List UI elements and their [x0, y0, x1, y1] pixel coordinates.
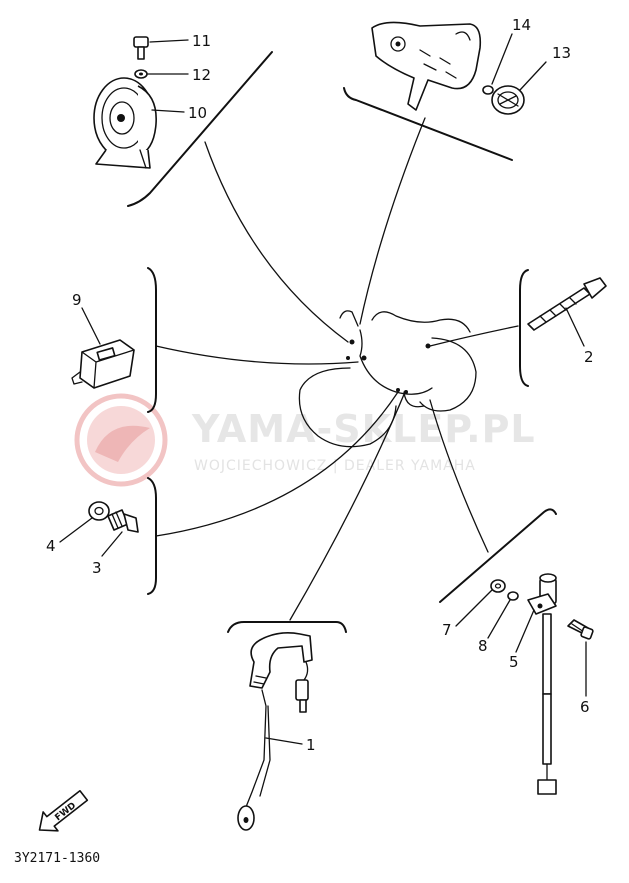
- sender-3: [107, 509, 139, 533]
- washer-8: [507, 591, 519, 601]
- frame-outline: [298, 310, 477, 448]
- part-code: 3Y2171-1360: [14, 851, 100, 866]
- bolt-6: [567, 619, 594, 640]
- watermark-logo: [74, 393, 168, 487]
- callout-11: 11: [192, 32, 211, 50]
- callout-leaders: [59, 33, 587, 745]
- callout-8: 8: [478, 637, 488, 655]
- bolt-11: [133, 36, 149, 60]
- leader-flasher: [155, 345, 359, 365]
- flasher-relay-part: [71, 339, 135, 389]
- bracket-plug-group: [227, 621, 347, 633]
- callout-13: 13: [552, 44, 571, 62]
- washer-4: [88, 501, 110, 521]
- callout-1: 1: [306, 736, 316, 754]
- watermark-subtitle: WOJCIECHOWICZ | DEALER YAMAHA: [194, 458, 476, 474]
- leader-switch: [429, 325, 519, 347]
- washer-12: [134, 69, 148, 79]
- callout-4: 4: [46, 537, 56, 555]
- plug-cap-lead: [237, 632, 313, 831]
- nut-7: [490, 579, 506, 593]
- callout-6: 6: [580, 698, 590, 716]
- bracket-stay-group: [343, 87, 513, 161]
- bracket-horn-group: [127, 51, 273, 207]
- neutral-switch-part: [527, 573, 557, 795]
- callout-7: 7: [442, 621, 452, 639]
- callout-10: 10: [188, 104, 207, 122]
- bracket-flasher-group: [147, 267, 157, 413]
- horn-part: [93, 77, 157, 169]
- lead-wire-2: [527, 277, 607, 331]
- leader-horn: [204, 141, 349, 343]
- bracket-neutral-group: [439, 508, 557, 603]
- collar-14: [482, 85, 494, 95]
- callout-9: 9: [72, 291, 82, 309]
- leader-stay: [359, 117, 426, 325]
- callout-14: 14: [512, 16, 531, 34]
- callout-12: 12: [192, 66, 211, 84]
- bracket-sender-group: [147, 477, 157, 595]
- callout-3: 3: [92, 559, 102, 577]
- fwd-arrow-icon: FWD: [38, 790, 89, 832]
- grommet-13: [491, 85, 525, 115]
- stay-bracket: [371, 21, 482, 111]
- bracket-switch-group: [519, 269, 529, 387]
- watermark-title: YAMA-SKLEP.PL: [191, 407, 536, 451]
- callout-5: 5: [509, 653, 519, 671]
- callout-2: 2: [584, 348, 594, 366]
- leader-neutral: [429, 399, 489, 553]
- leader-sender: [155, 391, 399, 537]
